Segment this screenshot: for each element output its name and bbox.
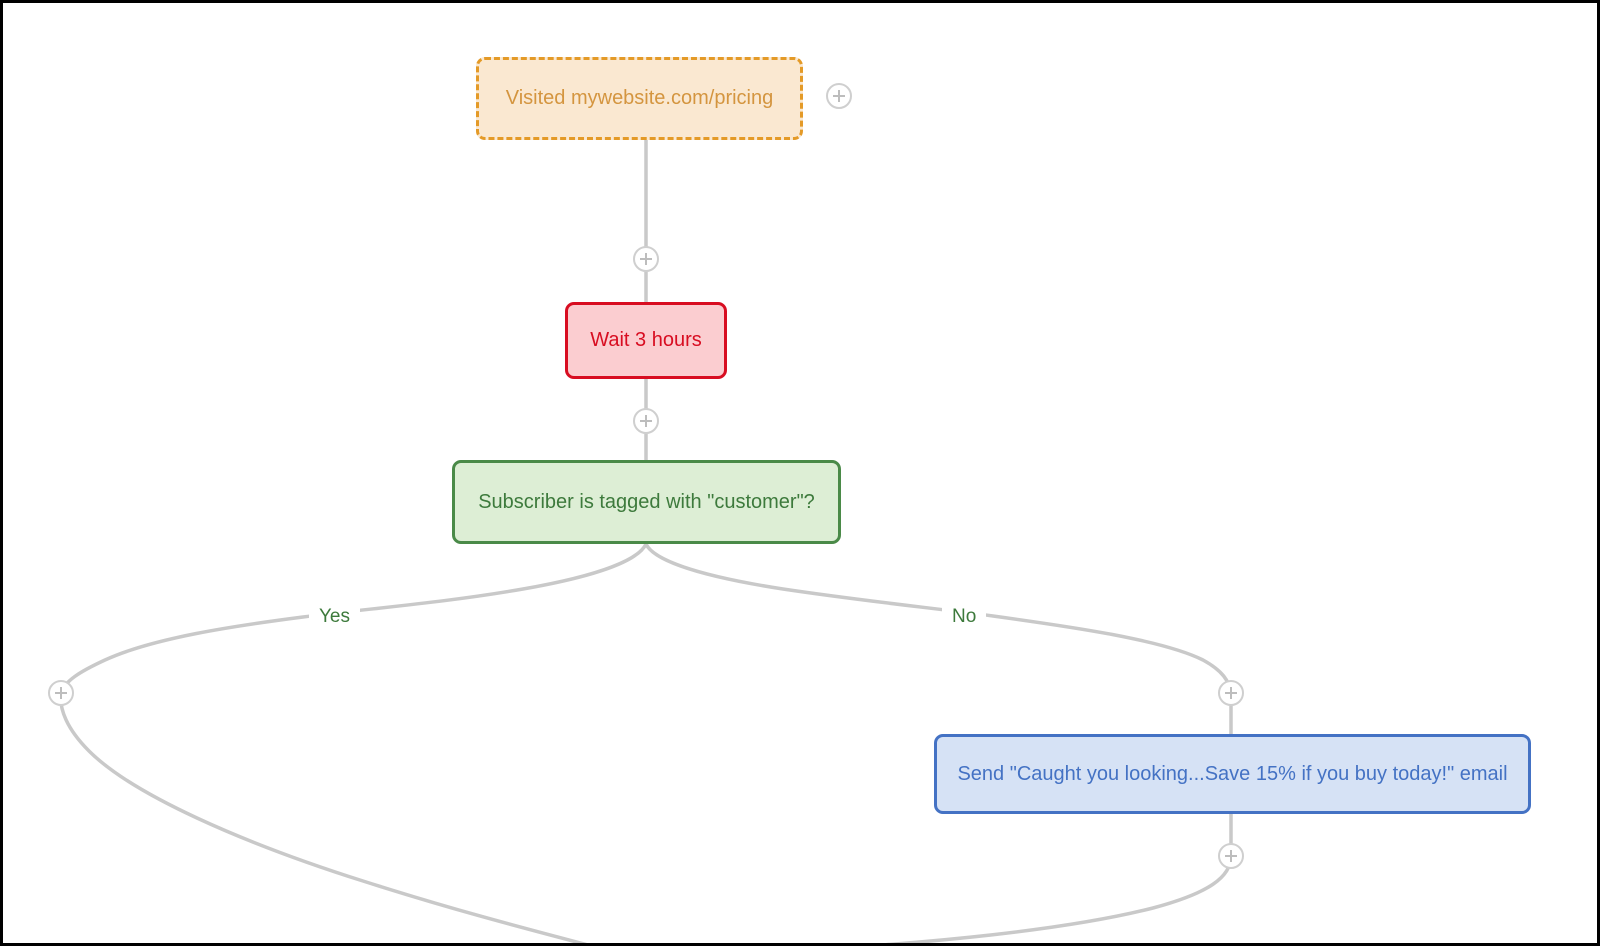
- add-step-after-email-plus-icon[interactable]: [1218, 843, 1244, 869]
- add-step-no-branch-plus-icon[interactable]: [1218, 680, 1244, 706]
- add-step-trigger-to-wait-plus-icon[interactable]: [633, 246, 659, 272]
- add-step-wait-to-condition-plus-icon[interactable]: [633, 408, 659, 434]
- edge-condition-no: [644, 542, 1233, 695]
- edge-yes-continue: [58, 691, 588, 943]
- node-trigger-visited-pricing[interactable]: Visited mywebsite.com/pricing: [476, 57, 803, 140]
- node-condition-tagged-customer[interactable]: Subscriber is tagged with "customer"?: [452, 460, 841, 544]
- edge-after-email-continue: [885, 854, 1233, 943]
- node-send-email[interactable]: Send "Caught you looking...Save 15% if y…: [934, 734, 1531, 814]
- branch-label-no: No: [942, 604, 987, 630]
- node-wait-3-hours[interactable]: Wait 3 hours: [565, 302, 727, 379]
- add-step-yes-branch-plus-icon[interactable]: [48, 680, 74, 706]
- add-step-beside-trigger-plus-icon[interactable]: [826, 83, 852, 109]
- branch-label-yes: Yes: [309, 604, 360, 630]
